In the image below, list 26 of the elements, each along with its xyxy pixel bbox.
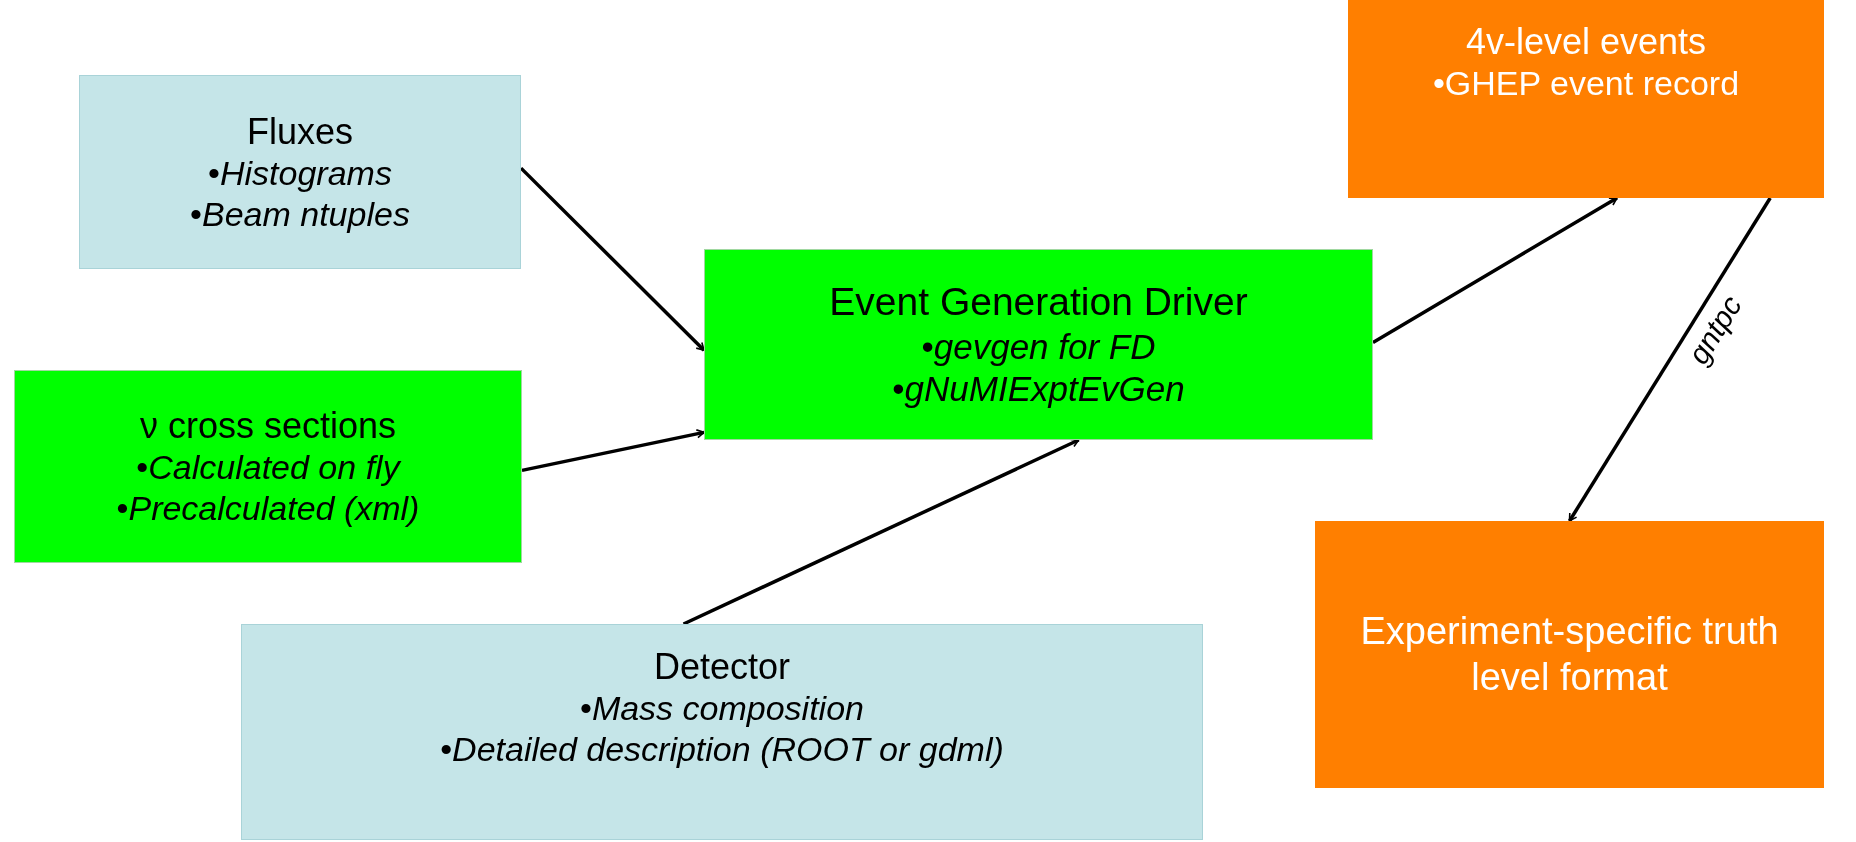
process-box: [1315, 521, 1824, 788]
box-heading: ν cross sections: [139, 404, 397, 448]
process-box: [704, 249, 1373, 440]
process-box: [1348, 0, 1824, 198]
process-box: [14, 370, 522, 563]
bullet-text: •Histograms: [208, 152, 392, 194]
arrow: [519, 166, 706, 352]
bullet-text: •GHEP event record: [1432, 63, 1740, 104]
bullet-text: •Mass composition: [580, 688, 864, 729]
box-heading: Detector: [653, 645, 791, 689]
box-heading: Experiment-specific truth level format: [1359, 608, 1780, 700]
box-heading: Event Generation Driver: [829, 279, 1248, 326]
bullet-text: •gevgen for FD: [921, 325, 1156, 368]
bullet-text: •Beam ntuples: [190, 193, 410, 235]
arrow: [1372, 196, 1618, 345]
process-box: [241, 624, 1203, 840]
process-box: [79, 75, 521, 269]
arrow: [521, 429, 705, 473]
box-heading: Fluxes: [247, 109, 353, 153]
arrow: [682, 438, 1080, 626]
arrow: [1568, 197, 1772, 522]
bullet-text: •gNuMIExptEvGen: [892, 367, 1185, 410]
bullet-text: •Precalculated (xml): [116, 488, 420, 529]
bullet-text: •Detailed description (ROOT or gdml): [440, 729, 1004, 770]
bullet-text: •Calculated on fly: [136, 447, 400, 489]
box-heading: 4v-level events: [1465, 20, 1707, 64]
